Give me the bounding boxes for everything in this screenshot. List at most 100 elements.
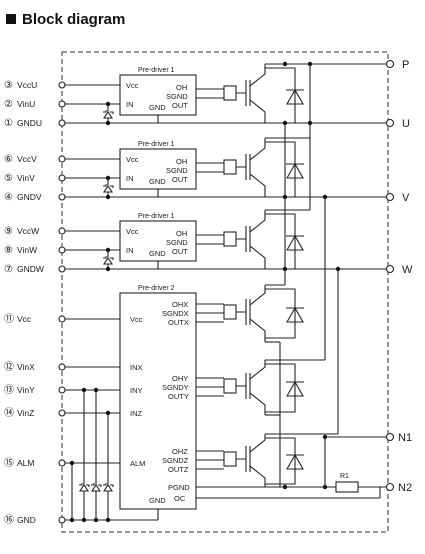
pre-driver-pin: PGND — [168, 483, 190, 492]
pre-driver-title: Pre-driver 2 — [138, 285, 175, 292]
pre-driver-w: Pre-driver 1 Vcc IN GND OH SGND OUT — [119, 213, 197, 262]
pin-terminal — [58, 155, 66, 163]
pre-driver-pin: OUT — [172, 247, 188, 256]
diode-icon — [265, 213, 304, 269]
diode-icon — [265, 437, 304, 485]
pre-driver-pin: SGNDY — [162, 383, 189, 392]
pin-terminal — [385, 482, 395, 492]
igbt-high-side — [196, 63, 387, 269]
pin-terminal — [58, 265, 66, 273]
zener-diode-icon — [102, 110, 114, 119]
pin-terminal — [385, 432, 395, 442]
pin-terminal — [58, 119, 66, 127]
pin-label: U — [402, 118, 410, 130]
pre-driver-pin: SGND — [166, 92, 188, 101]
zener-diode-icon — [102, 483, 114, 492]
pre-driver-pin: OUT — [172, 101, 188, 110]
pre-driver-pin: SGNDX — [162, 309, 189, 318]
pre-driver-pin: SGND — [166, 238, 188, 247]
pin-label: GND — [17, 515, 36, 525]
pin-number: ③ — [4, 80, 13, 91]
title-bullet — [6, 14, 16, 24]
igbt-icon — [196, 210, 266, 269]
igbt-icon — [196, 138, 266, 197]
pre-driver-pin: OUTZ — [168, 465, 189, 474]
pre-driver-pin: OHZ — [172, 447, 188, 456]
low-side-return: R1 — [196, 341, 387, 499]
pre-driver-title: Pre-driver 1 — [138, 141, 175, 148]
pin-terminal — [58, 363, 66, 371]
zener-diode-icon — [102, 184, 114, 193]
pre-driver-pin: Vcc — [126, 155, 139, 164]
diode-icon — [265, 288, 304, 339]
pin-label: VinY — [17, 385, 35, 395]
pre-driver-pin: GND — [149, 103, 166, 112]
pre-driver-pin: GND — [149, 177, 166, 186]
pre-driver-pin: INY — [130, 386, 143, 395]
gate-buffer — [223, 159, 237, 175]
pin-number: ⑬ — [4, 384, 14, 396]
pre-driver-pin: INX — [130, 363, 143, 372]
pin-label: GNDV — [17, 192, 42, 202]
pre-driver-pin: IN — [126, 246, 134, 255]
pre-driver-pin: GND — [149, 249, 166, 258]
pin-label: P — [402, 59, 409, 71]
pin-terminal — [58, 315, 66, 323]
pin-number: ⑥ — [4, 154, 13, 165]
pin-label: VccV — [17, 154, 37, 164]
pre-driver-pin: INZ — [130, 409, 143, 418]
pin-number: ⑪ — [4, 313, 14, 325]
pre-driver-pin: OUTX — [168, 318, 189, 327]
diode-icon — [265, 363, 304, 413]
input-wiring — [65, 84, 387, 521]
pin-terminal — [58, 193, 66, 201]
pin-label: GNDW — [17, 264, 44, 274]
pin-terminal — [58, 386, 66, 394]
pin-label: Vcc — [17, 314, 32, 324]
igbt-icon — [196, 64, 266, 123]
pin-label: W — [402, 264, 413, 276]
pin-label: V — [402, 192, 410, 204]
pin-label: GNDU — [17, 118, 42, 128]
pin-label: ALM — [17, 458, 34, 468]
pre-driver-pin: IN — [126, 174, 134, 183]
pin-label: VinV — [17, 173, 35, 183]
pin-terminal — [58, 100, 66, 108]
pre-driver-v: Pre-driver 1 Vcc IN GND OH SGND OUT — [119, 141, 197, 190]
gate-buffer — [223, 378, 237, 394]
output-buses — [265, 123, 339, 435]
pin-terminal — [58, 174, 66, 182]
pre-driver-pin: Vcc — [126, 81, 139, 90]
gate-buffer — [223, 304, 237, 320]
pin-number: ① — [4, 118, 13, 129]
igbt-low-side — [196, 285, 304, 487]
pin-label: VinX — [17, 362, 35, 372]
pre-driver-title: Pre-driver 1 — [138, 213, 175, 220]
pin-label: VinU — [17, 99, 35, 109]
pin-terminal — [58, 81, 66, 89]
left-pin-terminals — [58, 81, 66, 524]
gate-buffer — [223, 231, 237, 247]
pre-driver-pin: OUT — [172, 175, 188, 184]
pin-terminal — [385, 264, 395, 274]
pin-terminal — [385, 192, 395, 202]
gate-buffer — [223, 85, 237, 101]
pin-terminal — [58, 516, 66, 524]
gate-buffer — [223, 451, 237, 467]
diode-icon — [265, 67, 304, 123]
pin-number: ⑦ — [4, 264, 13, 275]
diagram-title: Block diagram — [22, 11, 125, 28]
pin-label: VinZ — [17, 408, 34, 418]
pin-terminal — [58, 227, 66, 235]
pin-terminal — [58, 459, 66, 467]
pin-number: ⑯ — [4, 514, 14, 526]
pin-number: ⑨ — [4, 226, 13, 237]
pin-label: N1 — [398, 432, 412, 444]
pin-label: VccU — [17, 80, 37, 90]
pre-driver-box — [119, 220, 197, 262]
pre-driver-box — [119, 74, 197, 116]
module-outline — [61, 51, 389, 533]
pre-driver-pin: SGNDZ — [162, 456, 189, 465]
